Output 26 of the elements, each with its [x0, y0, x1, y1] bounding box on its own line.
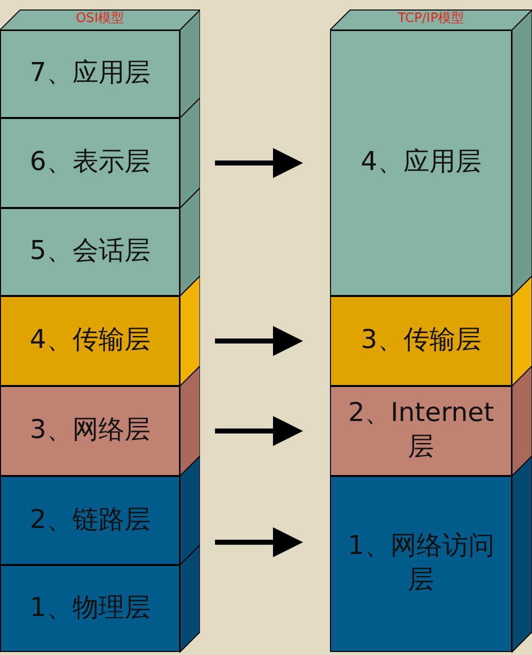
arrow	[215, 527, 303, 558]
layer-block	[330, 476, 512, 652]
layer-label: 5、会话层	[30, 235, 150, 268]
layer-block	[0, 565, 180, 652]
layer-block	[330, 296, 512, 386]
layer-label: 4、应用层	[360, 146, 482, 180]
layer-label: 3、网络层	[30, 414, 150, 448]
layer-label: 1、网络访问层	[346, 530, 496, 597]
layer-label: 2、链路层	[30, 504, 150, 537]
layer-label: 4、传输层	[30, 324, 150, 358]
layer-block	[330, 386, 512, 476]
arrow	[215, 416, 303, 446]
layer-block	[0, 118, 180, 208]
layer-label: 2、Internet层	[347, 397, 495, 464]
layer-block	[0, 296, 180, 386]
layer-label: 3、传输层	[360, 324, 482, 358]
arrow	[215, 148, 303, 178]
layer-block	[0, 208, 180, 296]
column-heading: TCP/IP模型	[396, 11, 466, 27]
arrow	[215, 326, 303, 356]
layer-label: 6、表示层	[30, 146, 150, 180]
layer-block	[0, 476, 180, 565]
column-heading: OSI模型	[74, 11, 126, 27]
layer-label: 1、物理层	[30, 592, 150, 625]
layer-label: 7、应用层	[30, 57, 150, 90]
layer-block	[0, 386, 180, 476]
